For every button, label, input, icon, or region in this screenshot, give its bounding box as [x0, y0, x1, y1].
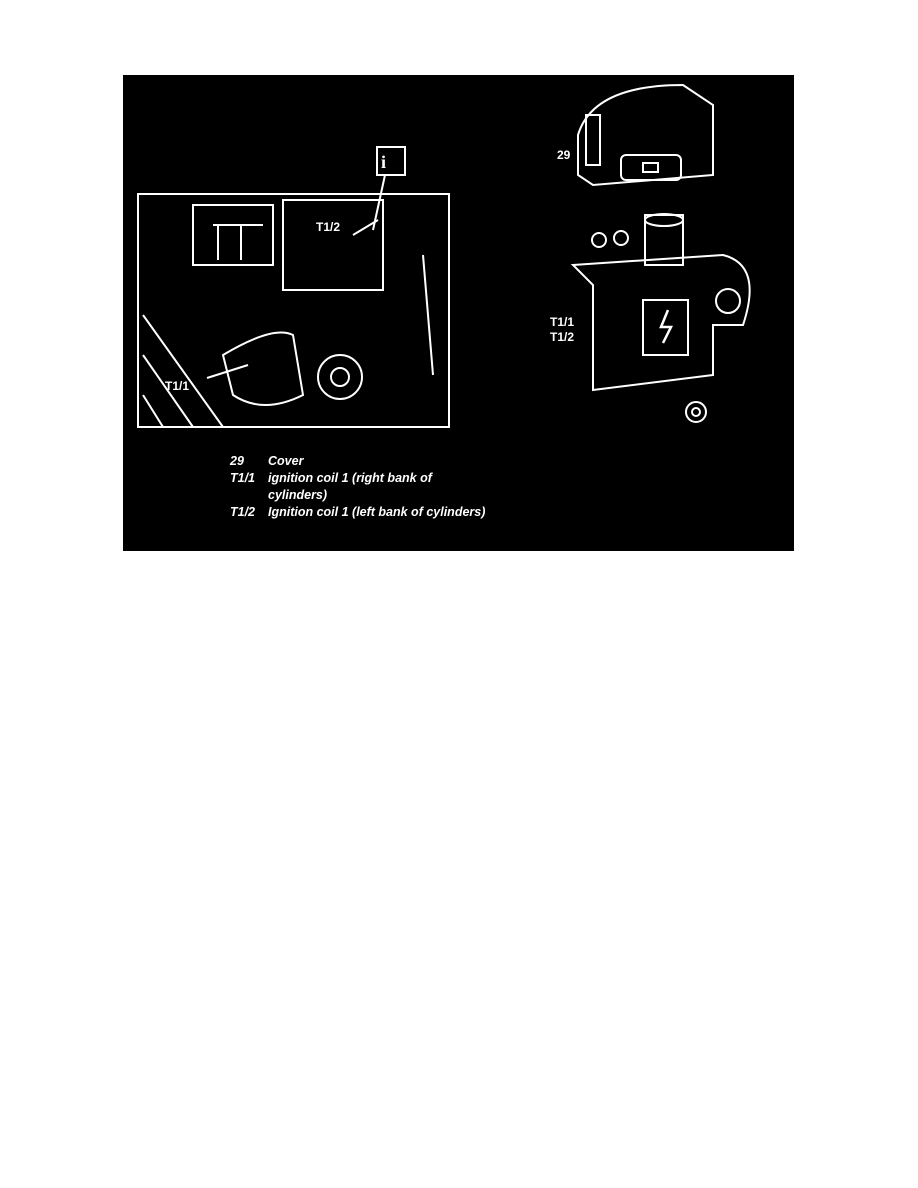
callout-coil-a: T1/1	[550, 315, 575, 329]
coil-body-shape	[570, 253, 751, 392]
legend-text: Cover	[268, 454, 304, 468]
legend-item: 29 Cover	[230, 453, 485, 470]
legend-key: T1/2	[230, 505, 256, 519]
legend-key: T1/1	[230, 471, 256, 485]
cover-29-shape	[577, 83, 714, 187]
engine-photo-frame	[137, 193, 450, 428]
callout-t1-2-photo: T1/2	[316, 220, 341, 234]
legend-text: cylinders)	[268, 488, 328, 502]
legend-key: 29	[230, 454, 244, 468]
info-marker: i	[381, 152, 387, 172]
coil-t1-1-shape	[221, 331, 305, 406]
callout-coil-b: T1/2	[550, 330, 575, 344]
legend-text: Ignition coil 1 (left bank of cylinders)	[268, 505, 486, 519]
engine-bay-illustration	[137, 83, 751, 428]
legend-text: ignition coil 1 (right bank of	[268, 471, 432, 485]
legend-item: T1/2 Ignition coil 1 (left bank of cylind…	[230, 504, 485, 521]
legend-item: T1/1 ignition coil 1 (right bank of	[230, 470, 485, 487]
legend: 29 Cover T1/1 ignition coil 1 (right bank …	[230, 453, 485, 521]
info-marker-box	[376, 146, 406, 176]
legend-item-continued: cylinders)	[230, 487, 485, 504]
callout-cover: 29	[557, 148, 571, 162]
callout-t1-1-photo: T1/1	[165, 379, 190, 393]
